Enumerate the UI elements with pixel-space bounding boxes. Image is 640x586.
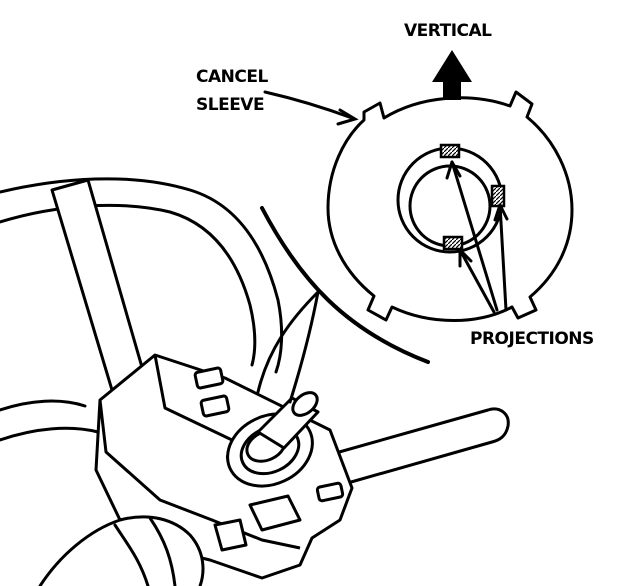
cancel-sleeve-pointer: [263, 90, 359, 126]
label-projections: PROJECTIONS: [470, 329, 594, 349]
cancel-sleeve-detail: [326, 90, 574, 322]
lever-arm: [316, 407, 510, 490]
vertical-arrow: [432, 50, 472, 100]
projection-right: [490, 184, 506, 208]
label-sleeve: SLEEVE: [196, 95, 264, 115]
sleeve-inner-bore: [408, 164, 492, 248]
projection-bottom: [442, 235, 464, 251]
projections-pointer: [445, 160, 509, 314]
column-shaft: [256, 391, 320, 450]
detail-leader: [256, 206, 430, 404]
label-cancel: CANCEL: [196, 67, 268, 87]
projection-top: [439, 143, 461, 159]
label-vertical: VERTICAL: [404, 21, 492, 41]
hand-outline: [38, 515, 205, 586]
